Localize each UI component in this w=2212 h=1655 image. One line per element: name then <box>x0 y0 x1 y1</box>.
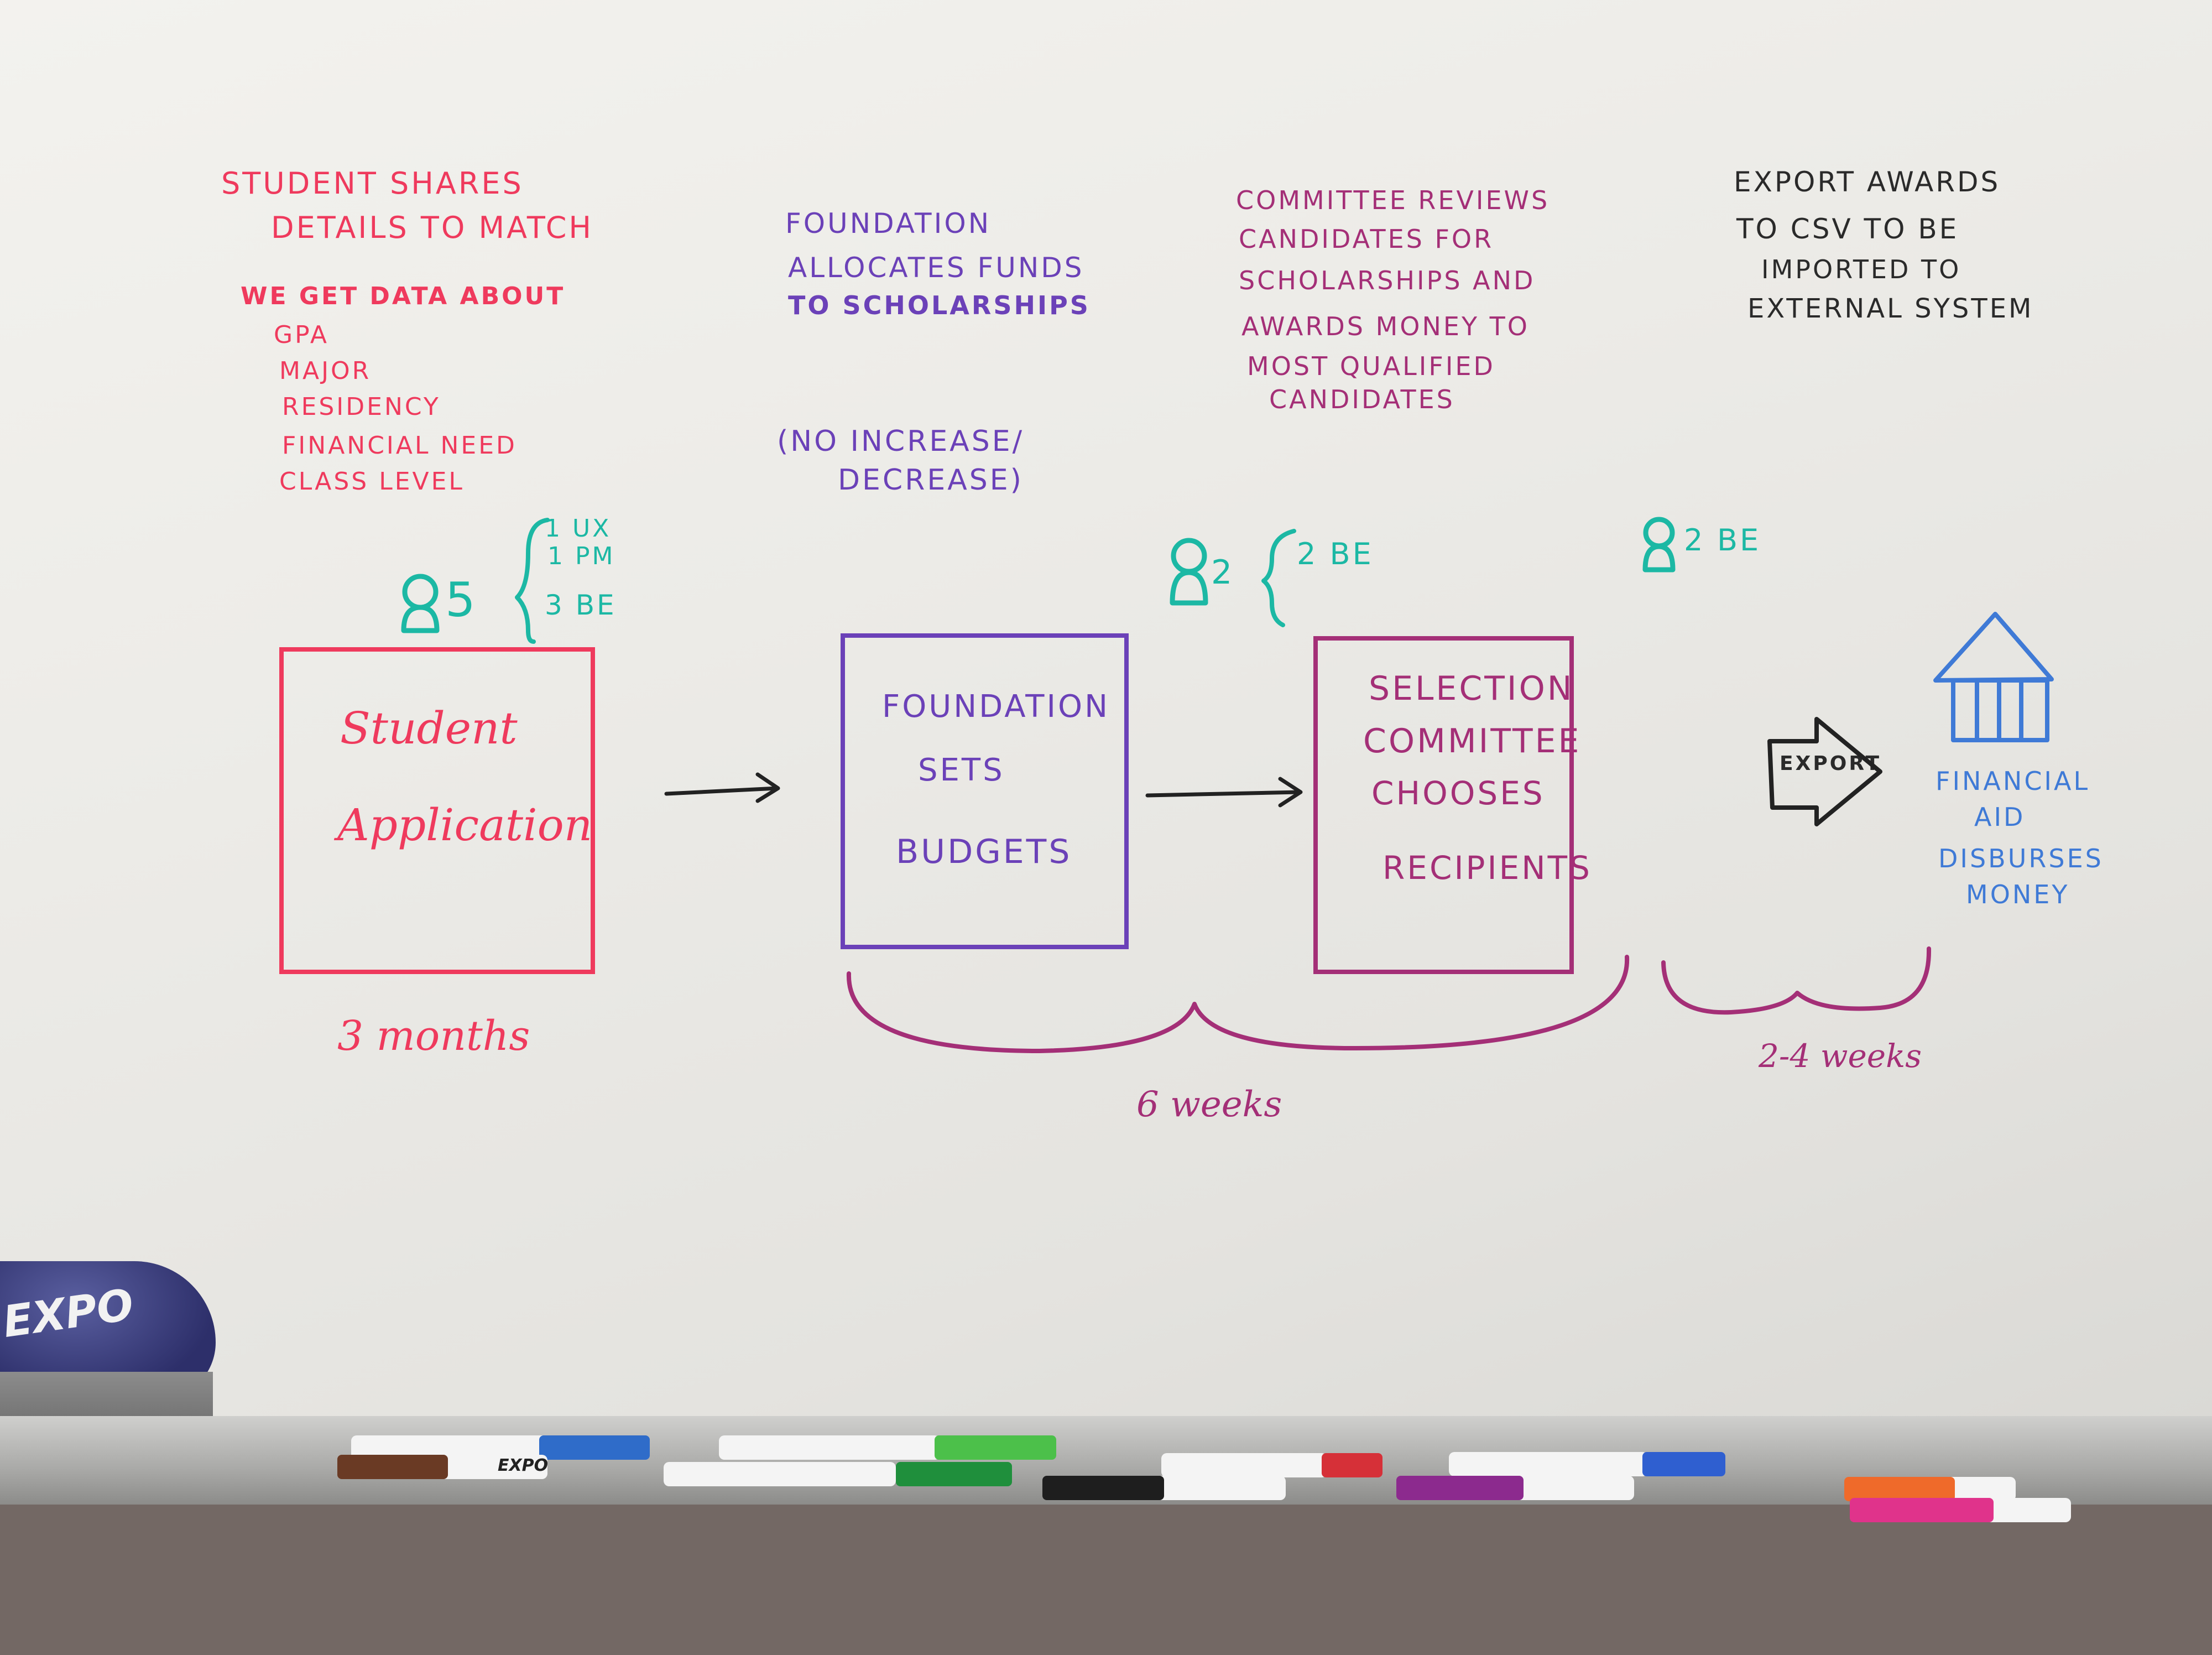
note-no-increase: (NO INCREASE/ <box>777 425 1025 458</box>
team-count-phase1: 5 <box>445 573 478 628</box>
marker-brand: EXPO <box>498 1456 549 1475</box>
curly-brace-phase1 <box>515 518 550 644</box>
note-to-scholarships: TO SCHOLARSHIPS <box>788 290 1091 320</box>
note-to-csv: TO CSV TO BE <box>1736 213 1959 245</box>
student-application-box <box>279 647 595 974</box>
box-label-committee: COMMITTEE <box>1363 722 1582 761</box>
curly-brace-phase3 <box>1261 529 1296 627</box>
note-imported-to: IMPORTED TO <box>1761 254 1961 284</box>
note-most-qualified: MOST QUALIFIED <box>1247 351 1495 381</box>
team-role-1pm: 1 PM <box>547 542 615 570</box>
note-decrease: DECREASE) <box>838 464 1024 497</box>
box-label-student: Student <box>340 702 518 754</box>
team-role-be-phase4: BE <box>1717 523 1761 558</box>
label-disburses: DISBURSES <box>1938 844 2104 873</box>
building-icon <box>1933 612 2054 742</box>
note-candidates: CANDIDATES <box>1269 384 1455 414</box>
note-external-system: EXTERNAL SYSTEM <box>1747 293 2034 324</box>
marker-brown[interactable]: EXPO <box>337 1455 647 1479</box>
label-money: MONEY <box>1966 879 2070 909</box>
note-student-shares: STUDENT SHARES <box>221 166 524 201</box>
marker-purple[interactable] <box>1396 1476 1764 1500</box>
note-financial-need: FINANCIAL NEED <box>282 431 517 460</box>
box-label-budgets: BUDGETS <box>896 832 1072 871</box>
arrow-icon <box>1145 777 1303 808</box>
duration-6-weeks: 6 weeks <box>1136 1084 1282 1125</box>
foundation-sets-budgets-box <box>841 633 1129 949</box>
marker-orange[interactable] <box>1844 1477 2115 1501</box>
marker-green[interactable] <box>719 1435 1056 1460</box>
export-arrow-icon <box>1767 717 1882 826</box>
box-label-application: Application <box>337 799 593 851</box>
note-committee-reviews: COMMITTEE REVIEWS <box>1236 185 1550 215</box>
label-aid: AID <box>1974 802 2026 832</box>
marker-pink[interactable] <box>1850 1498 2204 1522</box>
note-we-get-data-about: WE GET DATA ABOUT <box>241 282 566 310</box>
person-icon <box>401 574 440 633</box>
note-major: MAJOR <box>279 357 372 385</box>
box-label-recipients: RECIPIENTS <box>1383 849 1592 887</box>
marker-blue-2[interactable] <box>1449 1452 1725 1476</box>
duration-2-4-weeks: 2-4 weeks <box>1759 1037 1922 1075</box>
note-details-to-match: DETAILS TO MATCH <box>271 210 594 245</box>
note-candidates-for: CANDIDATES FOR <box>1239 224 1494 254</box>
box-label-chooses: CHOOSES <box>1371 774 1545 812</box>
arrow-icon <box>664 772 780 803</box>
team-count-phase4: 2 <box>1684 523 1705 558</box>
wall <box>0 1505 2212 1655</box>
box-label-foundation: FOUNDATION <box>882 689 1110 725</box>
note-residency: RESIDENCY <box>282 393 441 421</box>
note-scholarships-and: SCHOLARSHIPS AND <box>1239 266 1536 295</box>
label-financial: FINANCIAL <box>1936 766 2090 796</box>
duration-3-months: 3 months <box>337 1012 530 1060</box>
person-icon <box>1170 538 1208 606</box>
marker-dark-green[interactable] <box>664 1462 1012 1486</box>
brace-6-weeks <box>846 955 1630 1053</box>
note-foundation: FOUNDATION <box>785 207 992 240</box>
person-icon <box>1642 517 1676 573</box>
team-role-1ux: 1 UX <box>545 514 612 543</box>
note-allocates-funds: ALLOCATES FUNDS <box>788 252 1084 284</box>
selection-committee-box <box>1313 636 1574 974</box>
box-label-sets: SETS <box>918 752 1005 788</box>
box-label-selection: SELECTION <box>1369 669 1574 708</box>
note-class-level: CLASS LEVEL <box>279 467 465 496</box>
note-awards-money-to: AWARDS MONEY TO <box>1241 311 1530 341</box>
team-count-phase3: 2 <box>1211 553 1235 592</box>
whiteboard: STUDENT SHARES DETAILS TO MATCH WE GET D… <box>0 0 2212 1416</box>
brace-2-4-weeks <box>1661 946 1932 1015</box>
marker-black[interactable] <box>1042 1476 1396 1500</box>
whiteboard-drawings <box>401 517 2054 1053</box>
team-role-2be-phase3: 2 BE <box>1297 537 1374 571</box>
team-role-3be: 3 BE <box>545 589 617 621</box>
note-export-awards: EXPORT AWARDS <box>1734 166 2001 198</box>
marker-red[interactable] <box>1161 1453 1383 1477</box>
note-gpa: GPA <box>274 321 329 349</box>
